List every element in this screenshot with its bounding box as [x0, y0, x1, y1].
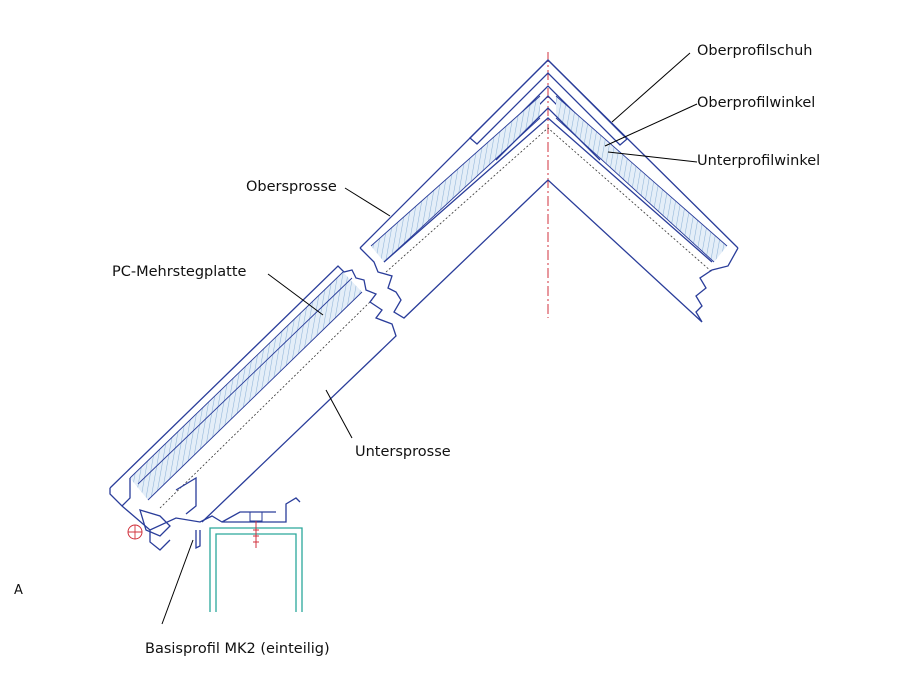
beam-screw	[249, 511, 263, 548]
left-upper-panel	[371, 96, 540, 262]
upper-dashed-line	[385, 127, 713, 273]
screw-stem	[128, 525, 142, 539]
leader-unterprofilwinkel	[607, 151, 698, 163]
label-pc-mehrstegplatte: PC-Mehrstegplatte	[112, 264, 247, 280]
pc-panel-edge	[129, 271, 363, 501]
leader-obersprosse	[344, 187, 391, 217]
section-mark: A	[14, 583, 23, 598]
label-oberprofilschuh: Oberprofilschuh	[697, 43, 813, 59]
lower-dashed-line	[159, 299, 373, 509]
unterprofilwinkel-outline	[383, 107, 713, 263]
label-basisprofil: Basisprofil MK2 (einteilig)	[145, 641, 330, 657]
leader-basisprofil	[161, 539, 194, 625]
label-unterprofilwinkel: Unterprofilwinkel	[697, 153, 821, 169]
leader-untersprosse	[325, 389, 353, 439]
label-oberprofilwinkel: Oberprofilwinkel	[697, 95, 816, 111]
basisprofil-foot	[195, 530, 201, 550]
leader-oberprofilwinkel	[604, 103, 698, 147]
right-upper-panel	[556, 96, 727, 262]
label-obersprosse: Obersprosse	[246, 179, 337, 195]
untersprosse-assembly	[109, 265, 397, 551]
leader-oberprofilschuh	[611, 52, 691, 123]
label-untersprosse: Untersprosse	[355, 444, 451, 460]
obersprosse-assembly	[359, 59, 739, 323]
basisprofil-clip	[139, 476, 197, 537]
untersprosse-body	[109, 265, 397, 523]
basisprofil-mk2	[109, 478, 301, 551]
obersprosse-body	[359, 59, 739, 323]
pc-mehrstegplatte-panel	[130, 272, 362, 500]
leader-pc-mehrstegplatte	[267, 273, 324, 316]
